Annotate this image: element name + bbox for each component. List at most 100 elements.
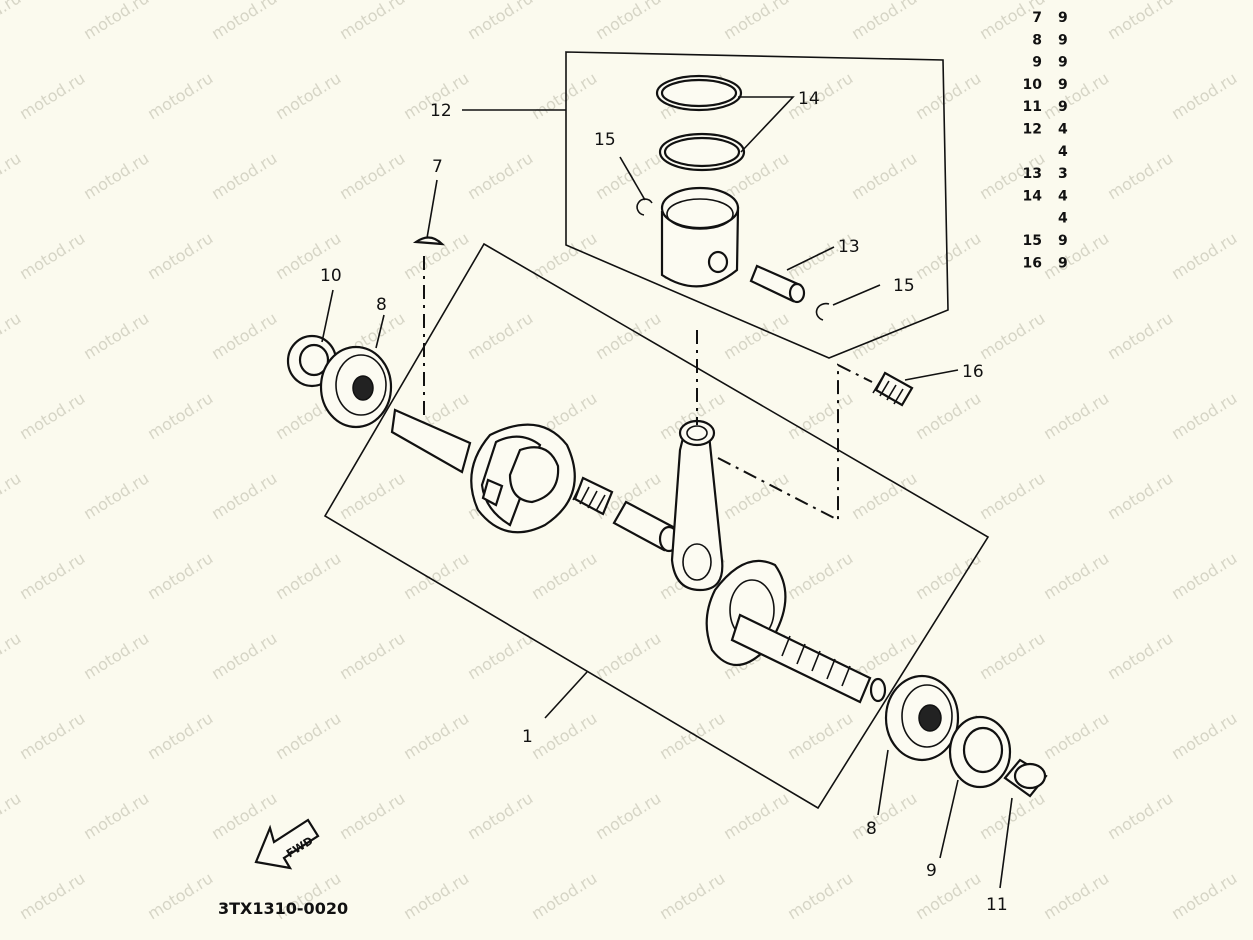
leader-line (832, 284, 881, 306)
watermark-text: motod.ru (464, 0, 536, 43)
crankshaft-left-half (390, 408, 576, 534)
watermark-text: motod.ru (464, 148, 536, 203)
watermark-text: motod.ru (0, 788, 24, 843)
legend-partial-value: 9 (1058, 32, 1068, 48)
leader-line (738, 96, 795, 153)
watermark-text: motod.ru (144, 388, 216, 443)
legend-ref: 15 (1023, 233, 1042, 249)
watermark-text: motod.ru (528, 68, 600, 123)
legend-ref: 9 (1032, 55, 1042, 71)
leader-line (544, 671, 588, 719)
watermark-text: motod.ru (0, 148, 24, 203)
watermark-text: motod.ru (528, 708, 600, 763)
alignment-line (717, 363, 873, 522)
legend-ref: 7 (1032, 10, 1042, 26)
watermark-text: motod.ru (0, 628, 24, 683)
watermark-text: motod.ru (784, 868, 856, 923)
watermark-text: motod.ru (16, 548, 88, 603)
watermark-text: motod.ru (208, 628, 280, 683)
watermark-text: motod.ru (336, 0, 408, 43)
leader-line (999, 797, 1013, 889)
piston-clip-icon (636, 198, 653, 216)
legend-partial-value: 9 (1058, 10, 1068, 26)
watermark-text: motod.ru (272, 708, 344, 763)
woodruff-key-icon (412, 236, 445, 246)
watermark-text: motod.ru (912, 388, 984, 443)
leader-line (877, 749, 889, 816)
watermark-text: motod.ru (1168, 68, 1240, 123)
watermark-text: motod.ru (272, 68, 344, 123)
watermark-text: motod.ru (784, 548, 856, 603)
leader-line (939, 779, 959, 859)
watermark-text: motod.ru (656, 868, 728, 923)
piston-ring-icon (658, 132, 746, 172)
watermark-text: motod.ru (848, 0, 920, 43)
watermark-text: motod.ru (464, 628, 536, 683)
watermark-text: motod.ru (784, 708, 856, 763)
leader-line (619, 156, 646, 201)
watermark-text: motod.ru (400, 868, 472, 923)
legend-partial-value: 4 (1058, 188, 1068, 204)
legend-ref: 12 (1023, 122, 1042, 138)
watermark-text: motod.ru (592, 148, 664, 203)
needle-bearing-icon (572, 476, 614, 516)
oil-seal-icon (948, 715, 1012, 789)
watermark-text: motod.ru (0, 308, 24, 363)
watermark-text: motod.ru (80, 788, 152, 843)
watermark-text: motod.ru (1040, 388, 1112, 443)
watermark-text: motod.ru (16, 68, 88, 123)
legend-ref: 8 (1032, 32, 1042, 48)
legend-partial-value: 9 (1058, 77, 1068, 93)
bearing-icon (319, 345, 393, 429)
watermark-text: motod.ru (1168, 388, 1240, 443)
watermark-layer: motod.ru motod.ru motod.ru motod.ru motod.ru… (0, 0, 1240, 923)
watermark-text: motod.ru (528, 548, 600, 603)
piston-clip-icon (815, 302, 830, 321)
watermark-text: motod.ru (400, 228, 472, 283)
legend-partial-value: 9 (1058, 233, 1068, 249)
watermark-text: motod.ru (592, 308, 664, 363)
watermark-text: motod.ru (1168, 708, 1240, 763)
callout-16: 16 (962, 362, 984, 382)
watermark-text: motod.ru (784, 388, 856, 443)
watermark-text: motod.ru (592, 0, 664, 43)
legend-ref: 11 (1023, 99, 1042, 115)
watermark-text: motod.ru (208, 468, 280, 523)
watermark-text: motod.ru (80, 468, 152, 523)
watermark-text: motod.ru (912, 548, 984, 603)
watermark-text: motod.ru (144, 708, 216, 763)
legend-ref: 13 (1023, 166, 1042, 182)
watermark-text: motod.ru (400, 548, 472, 603)
leader-line (321, 289, 334, 343)
watermark-text: motod.ru (976, 468, 1048, 523)
legend-partial-value: 9 (1058, 55, 1068, 71)
crankshaft-assembly-outline (323, 242, 990, 810)
crank-pin-icon (612, 500, 680, 553)
piston-pin-icon (749, 264, 806, 304)
watermark-text: motod.ru (336, 468, 408, 523)
legend-partial-value: 3 (1058, 166, 1068, 182)
watermark-text: motod.ru (1104, 788, 1176, 843)
callout-14: 14 (798, 89, 820, 109)
legend-partial-value: 4 (1058, 211, 1068, 227)
watermark-text: motod.ru (1104, 0, 1176, 43)
needle-bearing-icon (872, 371, 914, 407)
watermark-text: motod.ru (336, 148, 408, 203)
watermark-text: motod.ru (16, 708, 88, 763)
watermark-text: motod.ru (144, 548, 216, 603)
watermark-text: motod.ru (1168, 548, 1240, 603)
watermark-text: motod.ru (144, 228, 216, 283)
watermark-text: motod.ru (336, 628, 408, 683)
watermark-text: motod.ru (208, 148, 280, 203)
watermark-text: motod.ru (1040, 228, 1112, 283)
watermark-text: motod.ru (464, 308, 536, 363)
watermark-text: motod.ru (208, 0, 280, 43)
callout-11: 11 (986, 895, 1008, 915)
piston-ring-icon (655, 74, 743, 112)
watermark-text: motod.ru (912, 68, 984, 123)
watermark-text: motod.ru (1168, 228, 1240, 283)
watermark-text: motod.ru (528, 868, 600, 923)
watermark-text: motod.ru (656, 708, 728, 763)
callout-15-upper: 15 (594, 130, 616, 150)
